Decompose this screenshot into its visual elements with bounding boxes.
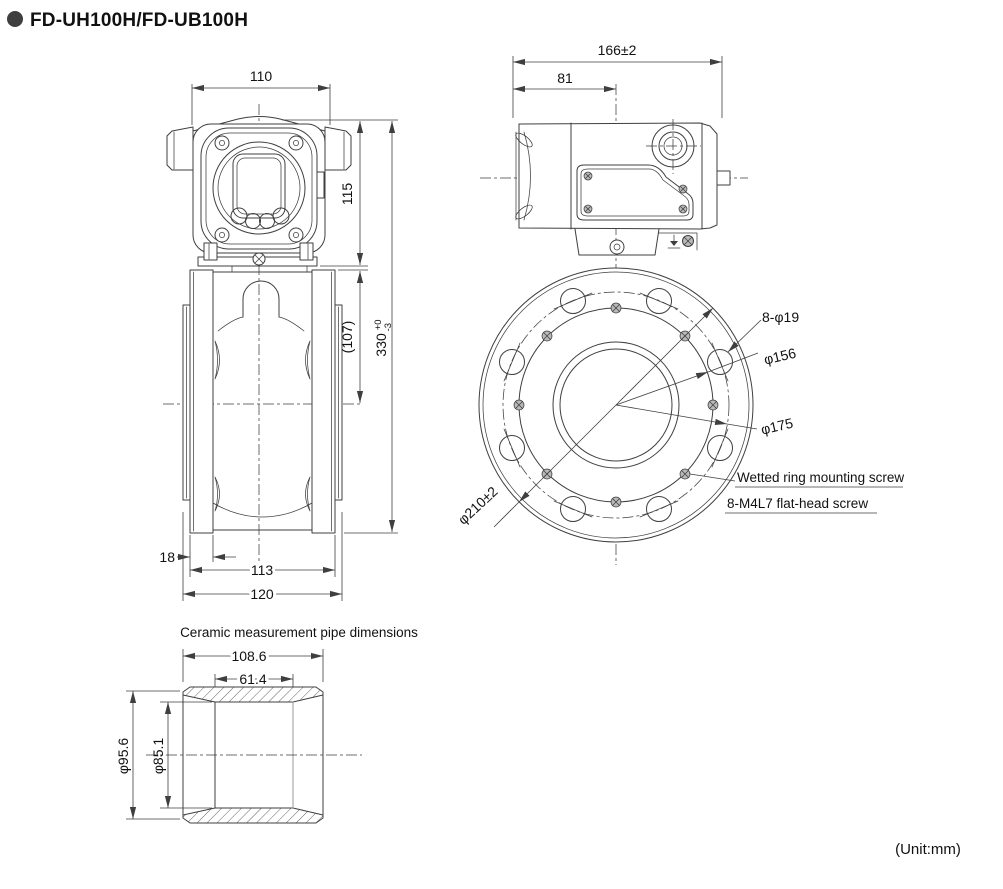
ceramic-pipe-section bbox=[146, 686, 362, 824]
dim-label: φ210±2 bbox=[455, 483, 501, 528]
operation-buttons bbox=[230, 207, 290, 229]
dim-body-width: 113 bbox=[190, 535, 336, 581]
flange-screw bbox=[679, 468, 691, 480]
rear-tab bbox=[716, 170, 731, 186]
bolt-hole bbox=[560, 496, 586, 522]
unit-label: (Unit:mm) bbox=[895, 841, 961, 858]
sensor-dome bbox=[242, 280, 280, 318]
callout-line1: Wetted ring mounting screw bbox=[737, 470, 904, 485]
dim-total-height: 330+0-3 bbox=[344, 121, 398, 534]
dim-label: φ95.6 bbox=[115, 738, 131, 775]
flange-screw bbox=[541, 330, 553, 342]
dim-label: 330+0-3 bbox=[373, 319, 394, 356]
dim-front-depth: 81 bbox=[513, 70, 616, 93]
dim-label: 113 bbox=[251, 562, 274, 578]
cap-fin bbox=[515, 204, 533, 220]
button bbox=[245, 213, 261, 229]
display-window bbox=[232, 153, 286, 219]
bolt-hole bbox=[707, 435, 733, 461]
dim-label: (107) bbox=[339, 321, 355, 354]
ceramic-title: Ceramic measurement pipe dimensions bbox=[180, 625, 418, 640]
bezel-screw bbox=[214, 135, 304, 243]
bolt-holes bbox=[499, 288, 733, 522]
ceramic-pipe-view: Ceramic measurement pipe dimensions 108.… bbox=[115, 625, 418, 824]
bore-outer bbox=[552, 341, 680, 469]
button bbox=[272, 207, 290, 225]
side-latch bbox=[316, 171, 325, 199]
dim-label: 166±2 bbox=[598, 42, 637, 58]
bullet-icon bbox=[7, 11, 23, 27]
dim-label: 81 bbox=[557, 70, 573, 86]
dim-front-width: 110 bbox=[191, 68, 331, 125]
nameplate bbox=[576, 164, 694, 221]
dim-center-height: (107) bbox=[338, 269, 368, 403]
bolt-hole bbox=[707, 349, 733, 375]
callout-line2: 8-M4L7 flat-head screw bbox=[727, 496, 868, 511]
dim-flange-thickness: 18 bbox=[159, 535, 236, 577]
dim-label: 110 bbox=[250, 68, 273, 84]
flange-view: φ210±2 φ156 φ175 8-φ19 Wetted ring mount… bbox=[455, 267, 904, 543]
flange-screw bbox=[610, 302, 622, 314]
conduit-boss-left bbox=[166, 126, 194, 171]
dim-overall-depth: 166±2 bbox=[512, 42, 723, 118]
bolt-hole bbox=[646, 496, 672, 522]
head-housing-side bbox=[515, 119, 731, 256]
dim-head-height: 115 bbox=[282, 119, 398, 267]
side-view: 166±2 81 bbox=[480, 42, 748, 565]
model-title: FD-UH100H/FD-UB100H bbox=[30, 10, 248, 31]
dim-bolt-circle-dia: φ175 bbox=[615, 404, 795, 438]
conduit-boss-right bbox=[324, 126, 352, 171]
dim-label: φ156 bbox=[762, 345, 797, 368]
ground-symbol bbox=[667, 234, 681, 249]
bolt-hole bbox=[499, 349, 525, 375]
bolt-hole bbox=[646, 288, 672, 314]
dim-ceramic-length: 108.6 bbox=[182, 645, 324, 682]
transmitter-head bbox=[166, 116, 352, 267]
flange-left bbox=[189, 269, 214, 534]
dim-ceramic-outer-dia: φ95.6 bbox=[115, 690, 180, 820]
bore-inner bbox=[559, 348, 673, 462]
cable-entry-boss bbox=[646, 119, 701, 174]
bolt-circle bbox=[502, 291, 730, 519]
dim-ring-dia: φ156 bbox=[615, 345, 798, 406]
neck-side bbox=[574, 228, 660, 256]
wetted-ring-callout: Wetted ring mounting screw 8-M4L7 flat-h… bbox=[689, 470, 904, 514]
bolt-hole bbox=[499, 435, 525, 461]
nameplate-screw bbox=[583, 171, 688, 214]
mount-tab-left bbox=[203, 242, 218, 261]
dim-label: φ175 bbox=[759, 415, 794, 438]
front-view: 110 bbox=[159, 68, 398, 605]
sensor-body bbox=[182, 265, 343, 534]
dim-label: 61.4 bbox=[239, 671, 266, 687]
dim-ceramic-inner-dia: φ85.1 bbox=[150, 701, 212, 809]
dim-label: 108.6 bbox=[231, 648, 266, 664]
ground-terminal bbox=[658, 232, 698, 251]
dim-bolt-holes: 8-φ19 bbox=[727, 309, 799, 353]
dim-overall-width: 120 bbox=[182, 512, 343, 605]
cap-fin bbox=[515, 132, 533, 148]
flange-right bbox=[311, 269, 336, 534]
dim-label: φ85.1 bbox=[150, 738, 166, 775]
dim-label: 120 bbox=[250, 586, 274, 602]
dim-label: 8-φ19 bbox=[762, 309, 799, 325]
bolt-hole bbox=[560, 288, 586, 314]
flange-screw bbox=[610, 496, 622, 508]
mount-tab-right bbox=[299, 242, 314, 261]
dim-label: 18 bbox=[159, 549, 175, 565]
dim-label: 115 bbox=[339, 183, 355, 206]
page-title: FD-UH100H/FD-UB100H bbox=[7, 10, 248, 31]
flange-screw bbox=[707, 399, 719, 411]
flange-screw bbox=[513, 399, 525, 411]
